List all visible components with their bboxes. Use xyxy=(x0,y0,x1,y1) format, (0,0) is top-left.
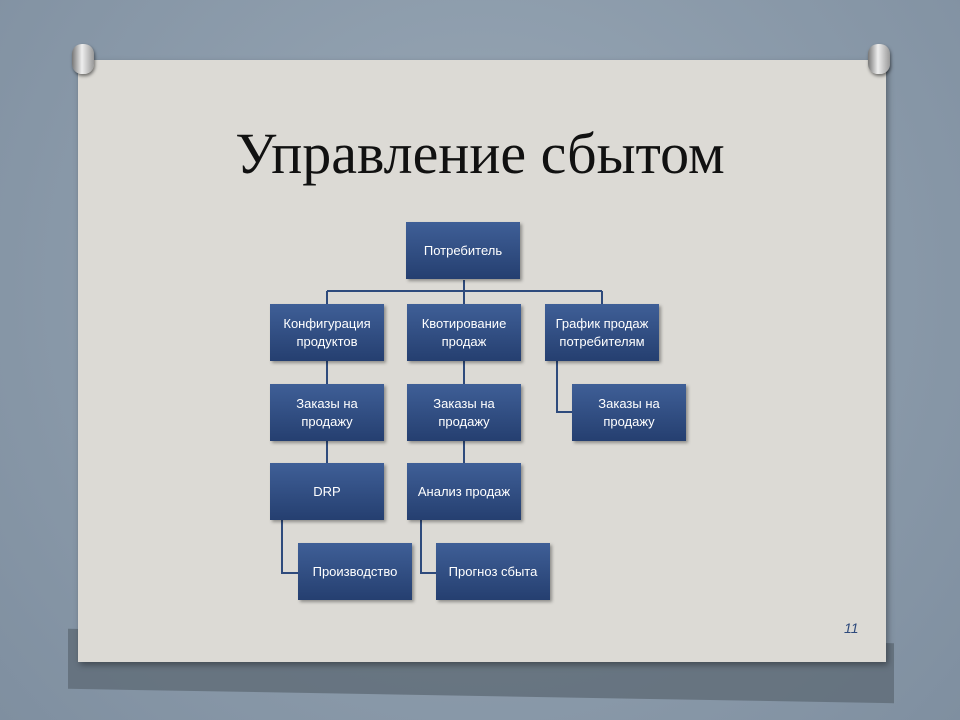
node-orders-1: Заказы на продажу xyxy=(270,384,384,441)
node-config: Конфигурация продуктов xyxy=(270,304,384,361)
node-production: Производство xyxy=(298,543,412,600)
page-number: 11 xyxy=(844,620,859,636)
node-drp: DRP xyxy=(270,463,384,520)
node-analysis: Анализ продаж xyxy=(407,463,521,520)
pin-icon xyxy=(72,44,94,74)
node-root: Потребитель xyxy=(406,222,520,279)
slide-title: Управление сбытом xyxy=(235,121,725,186)
node-orders-2: Заказы на продажу xyxy=(407,384,521,441)
pin-icon xyxy=(868,44,890,74)
node-drp-label: DRP xyxy=(313,484,341,499)
node-quota: Квотирование продаж xyxy=(407,304,521,361)
node-schedule: График продаж потребителям xyxy=(545,304,659,361)
node-orders-3: Заказы на продажу xyxy=(572,384,686,441)
node-forecast: Прогноз сбыта xyxy=(436,543,550,600)
